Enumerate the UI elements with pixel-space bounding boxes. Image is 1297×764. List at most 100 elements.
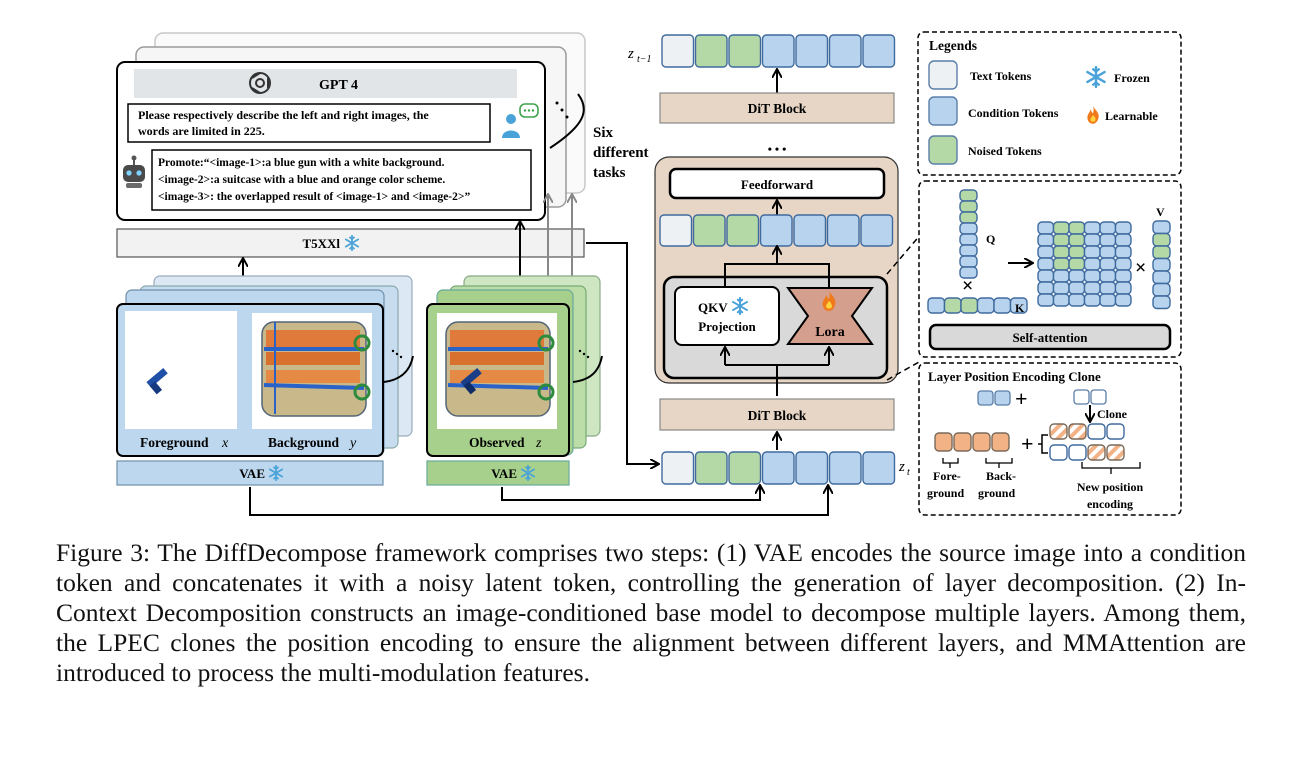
attention-cell xyxy=(1099,293,1117,307)
token xyxy=(694,34,728,68)
lora-block xyxy=(786,287,874,345)
clone-token xyxy=(1068,423,1087,440)
legend-noised-tokens: Noised Tokens xyxy=(968,144,1042,158)
q-label: Q xyxy=(986,232,995,246)
plus-icon: + xyxy=(1015,386,1028,411)
attention-cell xyxy=(1068,221,1086,235)
attention-cell xyxy=(1083,245,1101,259)
k-label: K xyxy=(1015,301,1025,315)
clone-token xyxy=(1049,444,1068,461)
k-token xyxy=(960,297,979,314)
position-token xyxy=(953,432,972,452)
dit-expanded: Feedforward QKV Projection Lora xyxy=(654,156,899,396)
dit-block-top-label: DiT Block xyxy=(748,101,807,116)
clone-token xyxy=(1106,423,1125,440)
q-token xyxy=(959,244,978,257)
user-chat-icon xyxy=(502,103,539,138)
dit-block-bottom xyxy=(659,398,895,431)
token xyxy=(692,214,726,247)
input-images-stack: Foreground x Background y xyxy=(116,275,414,457)
qkv-projection xyxy=(674,286,780,346)
attention-cell xyxy=(1114,281,1132,295)
back-label-1: Back- xyxy=(986,469,1016,483)
token xyxy=(761,34,795,68)
token xyxy=(661,34,695,68)
legend-swatch-noised xyxy=(928,135,958,165)
observed-label: Observed xyxy=(469,435,525,450)
qkv-line2: Projection xyxy=(698,319,756,334)
k-token xyxy=(976,297,995,314)
token xyxy=(795,451,829,485)
self-attention-detail: Q × K × V Self-attention xyxy=(918,180,1182,358)
legend-swatch-text xyxy=(928,60,958,90)
attention-cell xyxy=(1037,293,1055,307)
attention-cell xyxy=(1114,269,1132,283)
attention-cell xyxy=(1083,257,1101,271)
attention-cell xyxy=(1052,245,1070,259)
legend-frozen: Frozen xyxy=(1114,71,1150,85)
attention-cell xyxy=(1052,257,1070,271)
v-token xyxy=(1152,232,1171,247)
attention-cell xyxy=(1037,269,1055,283)
q-token xyxy=(959,189,978,202)
legend-box: Legends Text Tokens Frozen Condition Tok… xyxy=(917,31,1182,176)
new-position-label-1: New position xyxy=(1077,480,1144,494)
attention-cell xyxy=(1099,221,1117,235)
promote-line1: Promote:“<image-1>:a blue gun with a whi… xyxy=(158,157,445,169)
attention-cell xyxy=(1083,269,1101,283)
user-prompt-line2: words are limited in 225. xyxy=(138,124,265,138)
attention-cell xyxy=(1052,281,1070,295)
attention-cell xyxy=(1052,293,1070,307)
foreground-label: Foreground xyxy=(140,435,209,450)
q-token xyxy=(959,211,978,224)
token xyxy=(826,214,860,247)
vae-right: VAE xyxy=(426,460,570,486)
vae-left: VAE xyxy=(116,460,384,486)
k-token xyxy=(943,297,962,314)
legend-text-tokens: Text Tokens xyxy=(970,69,1032,83)
t5-encoder: T5XXl xyxy=(116,228,585,258)
attention-cell xyxy=(1068,245,1086,259)
v-label: V xyxy=(1156,205,1165,219)
attention-cell xyxy=(1068,281,1086,295)
attention-cell xyxy=(1099,257,1117,271)
token xyxy=(759,214,793,247)
q-token xyxy=(959,200,978,213)
robot-icon xyxy=(123,155,145,188)
legend-swatch-condition xyxy=(928,96,958,126)
token-row-zt-minus-1: z t−1 xyxy=(627,34,896,68)
new-position-label-2: encoding xyxy=(1087,497,1133,511)
foreground-var: x xyxy=(221,436,229,451)
observed-stack: Observed z xyxy=(426,275,603,457)
attention-cell xyxy=(1099,245,1117,259)
token xyxy=(828,451,862,485)
plus-icon: + xyxy=(1021,431,1034,456)
multiply-icon: × xyxy=(962,275,973,297)
token xyxy=(728,34,762,68)
k-token xyxy=(1009,297,1028,314)
q-token xyxy=(959,222,978,235)
gpt-stack: GPT 4 Please respectively describe the l… xyxy=(116,32,649,221)
attention-cell xyxy=(1114,221,1132,235)
token-row-zt: z t xyxy=(661,451,910,485)
lpec-title: Layer Position Encoding Clone xyxy=(928,369,1101,384)
gpt-title: GPT 4 xyxy=(319,78,358,93)
vae-left-label: VAE xyxy=(239,466,265,481)
q-token xyxy=(959,266,978,279)
attention-cell xyxy=(1037,233,1055,247)
lora-label: Lora xyxy=(815,325,845,340)
promote-line3: <image-3>: the overlapped result of <ima… xyxy=(158,191,470,203)
k-token xyxy=(993,297,1012,314)
attention-cell xyxy=(1099,281,1117,295)
clone-label: Clone xyxy=(1097,407,1128,421)
z-t-subscript: t xyxy=(907,467,910,478)
t5-label: T5XXl xyxy=(302,236,340,251)
position-token xyxy=(934,432,953,452)
v-token xyxy=(1152,245,1171,260)
attention-cell xyxy=(1068,293,1086,307)
legend-learnable: Learnable xyxy=(1105,109,1158,123)
attention-cell xyxy=(1052,233,1070,247)
dit-block-top xyxy=(659,92,895,124)
feedforward-block xyxy=(668,167,886,200)
clone-token xyxy=(1087,423,1106,440)
